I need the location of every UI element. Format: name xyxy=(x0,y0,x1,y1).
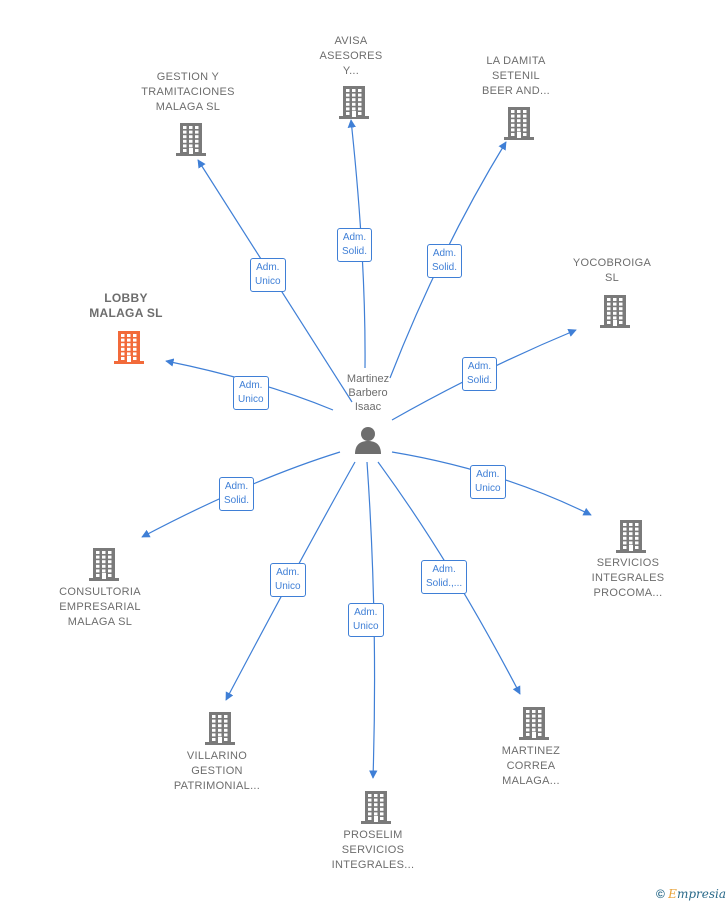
person-icon[interactable] xyxy=(353,425,383,455)
company-label-gestion[interactable]: GESTION Y TRAMITACIONES MALAGA SL xyxy=(141,71,235,113)
edge-line-gestion xyxy=(197,159,353,403)
edge-label-avisa[interactable]: Adm. Solid. xyxy=(337,228,373,262)
edge-label-gestion[interactable]: Adm. Unico xyxy=(250,258,286,292)
brand-initial: E xyxy=(668,887,677,901)
company-label-yocobroiga[interactable]: YOCOBROIGA SL xyxy=(572,257,652,284)
copyright-symbol: © xyxy=(655,887,665,901)
company-label-martinez[interactable]: MARTINEZ CORREA MALAGA... xyxy=(501,745,561,787)
company-label-proselim[interactable]: PROSELIM SERVICIOS INTEGRALES... xyxy=(331,829,415,871)
building-icon[interactable] xyxy=(338,84,370,125)
company-label-lobby[interactable]: LOBBY MALAGA SL xyxy=(89,291,163,320)
building-icon[interactable] xyxy=(204,710,236,751)
footer-brand: © Empresia xyxy=(656,887,726,901)
building-icon[interactable] xyxy=(615,518,647,559)
building-icon[interactable] xyxy=(88,546,120,587)
building-icon[interactable] xyxy=(175,121,207,162)
company-label-villarino[interactable]: VILLARINO GESTION PATRIMONIAL... xyxy=(173,750,261,792)
edge-label-villarino[interactable]: Adm. Unico xyxy=(270,563,306,597)
building-icon[interactable] xyxy=(503,105,535,146)
building-icon[interactable] xyxy=(518,705,550,746)
brand-name: mpresia xyxy=(676,887,726,901)
edge-label-lobby[interactable]: Adm. Unico xyxy=(233,376,269,410)
company-label-avisa[interactable]: AVISA ASESORES Y... xyxy=(319,35,383,77)
company-label-damita[interactable]: LA DAMITA SETENIL BEER AND... xyxy=(481,55,551,97)
edge-label-servicios[interactable]: Adm. Unico xyxy=(470,465,506,499)
edge-label-proselim[interactable]: Adm. Unico xyxy=(348,603,384,637)
company-label-consultoria[interactable]: CONSULTORIA EMPRESARIAL MALAGA SL xyxy=(59,586,141,628)
edge-label-consultoria[interactable]: Adm. Solid. xyxy=(219,477,255,511)
edge-label-damita[interactable]: Adm. Solid. xyxy=(427,244,463,278)
edge-label-yocobroiga[interactable]: Adm. Solid. xyxy=(462,357,498,391)
center-person-label[interactable]: Martinez Barbero Isaac xyxy=(346,373,390,413)
building-icon[interactable] xyxy=(113,329,145,370)
edge-label-martinez[interactable]: Adm. Solid.,... xyxy=(421,560,468,594)
building-icon[interactable] xyxy=(360,789,392,830)
company-label-servicios[interactable]: SERVICIOS INTEGRALES PROCOMA... xyxy=(591,557,665,599)
building-icon[interactable] xyxy=(599,293,631,334)
